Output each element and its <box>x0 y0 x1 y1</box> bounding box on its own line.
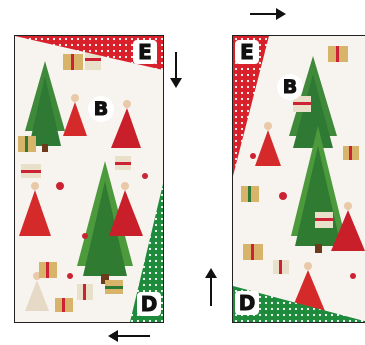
fabric-panel-right: E B D <box>232 35 365 323</box>
label-e-right: E <box>235 40 259 64</box>
green-dot-corner-triangle <box>15 36 163 322</box>
fabric-panel-left: E B D <box>14 35 164 323</box>
label-d-left: D <box>137 292 161 316</box>
label-b-left: B <box>88 96 114 122</box>
label-e-left: E <box>133 40 157 64</box>
arrow-right-icon <box>248 6 288 22</box>
arrow-down-icon <box>166 50 186 90</box>
label-d-right: D <box>235 291 259 315</box>
arrow-up-icon <box>202 266 220 308</box>
arrow-left-icon <box>106 328 152 344</box>
label-b-right: B <box>277 74 303 100</box>
